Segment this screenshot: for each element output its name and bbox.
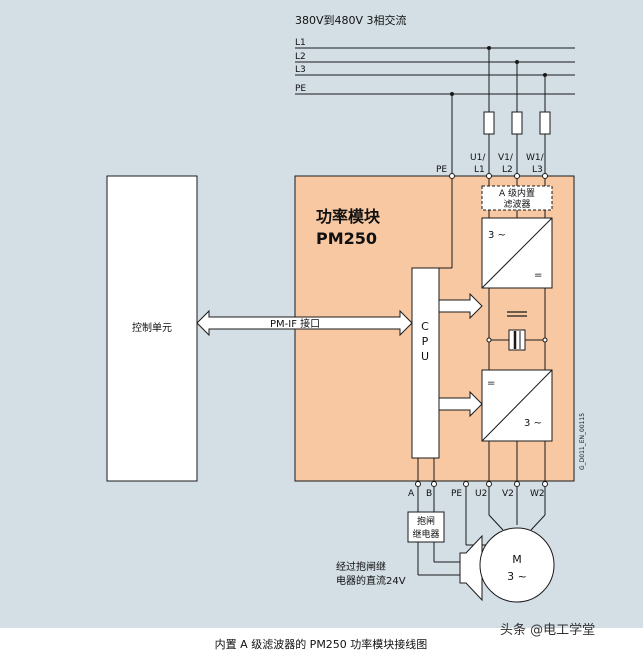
pe-top-label: PE [436, 165, 447, 175]
brake-relay-label-line1: 抱闸 [417, 515, 435, 527]
terminal-pe-bottom-label: PE [451, 489, 462, 499]
fuse-l3 [539, 111, 551, 135]
motor-circle [479, 527, 555, 603]
cpu-letter-u: U [421, 350, 429, 363]
rectifier-ac-label: 3 ~ [488, 230, 506, 241]
terminal-a-label: A [408, 489, 415, 499]
fuses [483, 111, 551, 135]
brake-note-line2: 电器的直流24V [336, 574, 406, 587]
pm-if-interface-arrow [196, 309, 413, 337]
terminal-v2-label: V2 [502, 489, 514, 499]
brake-relay-label-line2: 继电器 [412, 528, 439, 540]
terminal-l2-label: L2 [502, 165, 513, 175]
terminal-l3-label: L3 [532, 165, 543, 175]
motor-label-line2: 3 ~ [507, 570, 527, 583]
terminal-b-label: B [426, 489, 432, 499]
figure-id: G_D011_EN_00115 [579, 413, 586, 470]
rectifier-dc-symbol: = [534, 270, 542, 281]
external-wiring [417, 487, 546, 576]
fuse-l1 [483, 111, 495, 135]
cpu-letter-p: P [422, 335, 429, 348]
cpu-letter-c: C [421, 320, 429, 333]
terminal-l1-label: L1 [474, 165, 485, 175]
line-label-l1: L1 [295, 38, 306, 48]
cpu-output-wires [417, 458, 435, 484]
cpu-box [411, 267, 440, 459]
module-top-terminals [449, 173, 548, 179]
supply-lines [295, 47, 575, 95]
terminal-u2-label: U2 [475, 489, 487, 499]
cpu-to-inverter-arrow [438, 390, 483, 418]
terminal-w2-label: W2 [530, 489, 545, 499]
dc-link-terminals [486, 337, 548, 343]
inverter-ac-label: 3 ~ [524, 418, 542, 429]
terminal-v1-label: V1/ [498, 153, 514, 163]
inverter-diagonal [481, 369, 553, 442]
line-label-l2: L2 [295, 52, 306, 62]
filter-label-line2: 滤波器 [503, 198, 530, 210]
figure-caption: 内置 A 级滤波器的 PM250 功率模块接线图 [215, 637, 428, 651]
brake-relay-box [407, 511, 445, 543]
module-title-line2: PM250 [316, 229, 377, 248]
control-unit-box [106, 175, 198, 482]
bottom-terminals [415, 481, 548, 487]
filter-box [481, 185, 553, 211]
watermark: 头条 @电工学堂 [500, 622, 595, 638]
supply-voltage-label: 380V到480V 3相交流 [295, 13, 407, 27]
dc-link [489, 311, 545, 351]
control-unit-label: 控制单元 [132, 321, 172, 334]
supply-drops [451, 48, 546, 176]
brake-symbol [459, 534, 483, 602]
terminal-w1-label: W1/ [526, 153, 545, 163]
inverter-dc-symbol: = [487, 378, 495, 389]
terminal-u1-label: U1/ [470, 153, 486, 163]
line-label-pe: PE [295, 84, 306, 94]
pm-if-interface-label: PM-IF 接口 [270, 317, 320, 330]
line-label-l3: L3 [295, 65, 306, 75]
motor-label-line1: M [512, 553, 522, 566]
filter-label-line1: A 级内置 [499, 187, 535, 199]
rectifier-diagonal [481, 217, 553, 289]
caption-background [0, 628, 643, 661]
module-title-line1: 功率模块 [316, 207, 381, 226]
fuse-l2 [511, 111, 523, 135]
cpu-to-rectifier-arrow [438, 292, 483, 320]
brake-note-line1: 经过抱闸继 [336, 560, 386, 573]
